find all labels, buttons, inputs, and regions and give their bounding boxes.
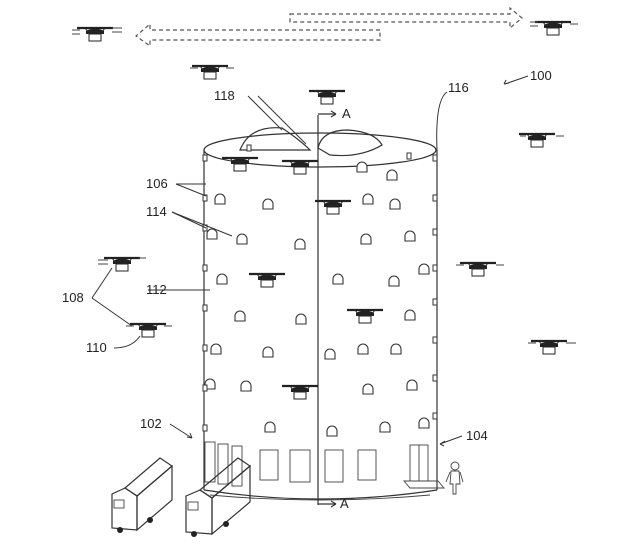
truck-right — [185, 457, 251, 537]
label-section-top: A — [342, 106, 351, 121]
label-section-bottom: A — [340, 496, 349, 511]
truck-left — [111, 457, 173, 533]
tower-body — [203, 115, 438, 505]
label-104: 104 — [466, 428, 488, 443]
reference-labels: 100 116 118 A 106 114 112 108 110 102 10… — [62, 68, 552, 511]
label-108: 108 — [62, 290, 84, 305]
label-110: 110 — [86, 340, 107, 355]
tower-windows — [204, 161, 430, 437]
label-118: 118 — [214, 88, 235, 103]
label-100: 100 — [530, 68, 552, 83]
label-112: 112 — [146, 282, 167, 297]
flight-path-arrows — [135, 6, 523, 48]
label-116: 116 — [448, 80, 469, 95]
docking-ports — [202, 144, 438, 432]
label-102: 102 — [140, 416, 162, 431]
person-figure — [445, 461, 464, 495]
label-106: 106 — [146, 176, 168, 191]
drone-motion-lines — [72, 21, 578, 344]
roof-dome-left — [239, 127, 312, 151]
leader-lines — [91, 75, 529, 508]
label-114: 114 — [146, 204, 167, 219]
roof-dome-right — [317, 129, 383, 157]
ground-bays — [204, 441, 445, 489]
delivery-trucks — [111, 457, 251, 537]
